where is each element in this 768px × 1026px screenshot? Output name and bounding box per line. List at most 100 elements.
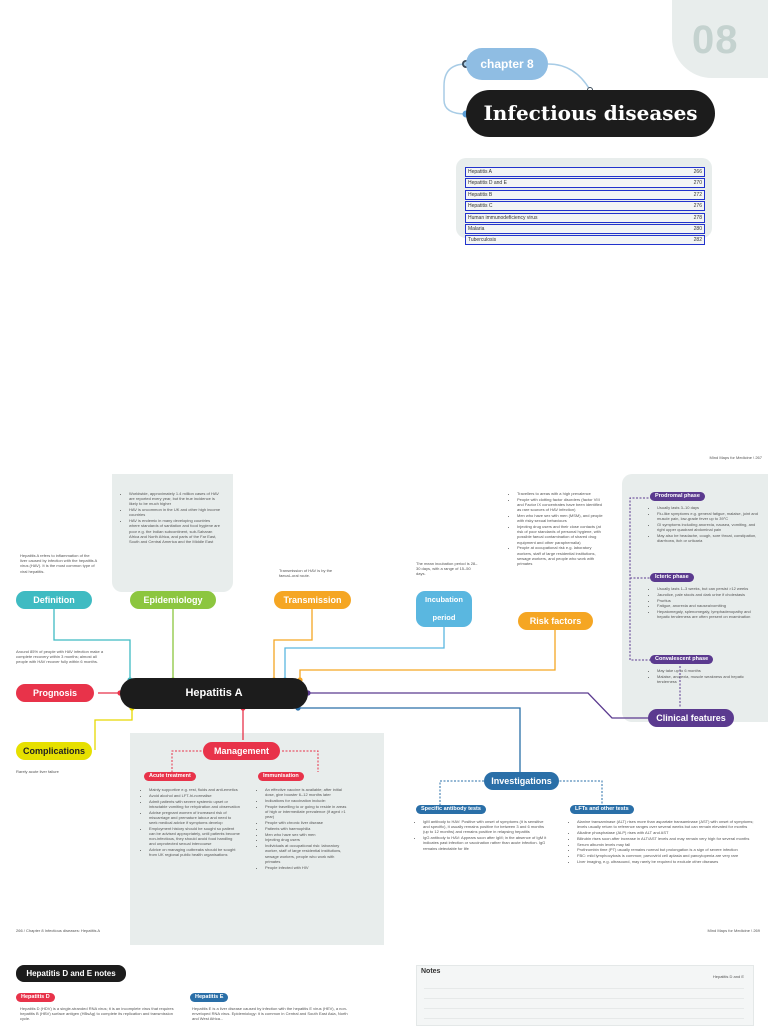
list-item: Jaundice, pale stools and dark urine if … <box>657 592 758 597</box>
list-item: Worldwide, approximately 1.4 million cas… <box>129 491 222 507</box>
toc-item[interactable]: Tuberculosis 282 <box>465 235 705 246</box>
list-item: Indications for vaccination include: <box>265 798 350 803</box>
tag-acute-treatment: Acute treatment <box>144 772 196 781</box>
list-item: Advice on managing outbreaks should be s… <box>149 847 240 857</box>
tag-hepatitis-e: Hepatitis E <box>190 993 229 1002</box>
notes-line <box>424 1018 744 1019</box>
clinical-panel <box>622 474 768 722</box>
list-item: Avoid alcohol and LFT-hi-normalise <box>149 793 240 798</box>
node-complications: Complications <box>16 742 92 760</box>
page-footer-right: Mind Maps for Medicine \ 269 <box>707 928 760 933</box>
list-item: Malaise, anorexia, muscle weakness and h… <box>657 674 758 684</box>
notes-panel <box>416 965 754 1026</box>
list-item: Individuals at occupational risk: labora… <box>265 843 350 864</box>
notes-line <box>424 1008 744 1009</box>
list-item: Alkaline phosphatase (ALP) rises with AL… <box>577 830 754 835</box>
list-item: Prothrombin time (PT) usually remains no… <box>577 847 754 852</box>
tag-specific-antibody: Specific antibody tests <box>416 805 486 814</box>
list-item: Pruritus <box>657 598 758 603</box>
transmission-text: Transmission of HAV is by the faecal–ora… <box>279 568 333 579</box>
list-item: GI symptoms including anorexia, nausea, … <box>657 522 758 532</box>
node-transmission: Transmission <box>274 591 351 609</box>
hepatitis-e-text: Hepatitis E is a liver disease caused by… <box>192 1006 348 1022</box>
notes-line <box>424 998 744 999</box>
list-item: Admit patients with severe systemic upse… <box>149 799 240 809</box>
toc-item[interactable]: Human immunodeficiency virus 278 <box>465 212 705 223</box>
specific-antibody-list: IgM antibody to HAV: Positive with onset… <box>416 819 548 851</box>
center-topic: Hepatitis A <box>120 678 308 709</box>
chapter-label: chapter 8 <box>466 48 548 80</box>
node-investigations: Investigations <box>484 772 559 790</box>
immunisation-list: An effective vaccine is available; after… <box>258 787 350 870</box>
tag-convalescent: Convalescent phase <box>650 655 714 664</box>
node-prognosis: Prognosis <box>16 684 94 702</box>
list-item: Mainly supportive e.g. rest, fluids and … <box>149 787 240 792</box>
toc-list: Hepatitis A 266 Hepatitis D and E 270 He… <box>465 167 705 247</box>
list-item: Patients with haemophilia <box>265 826 350 831</box>
toc-item[interactable]: Hepatitis C 276 <box>465 201 705 212</box>
toc-item[interactable]: Hepatitis B 272 <box>465 189 705 200</box>
list-item: IgG antibody to HAV: Appears soon after … <box>423 835 548 851</box>
toc-item[interactable]: Hepatitis A 266 <box>465 167 705 177</box>
list-item: FBC: mild lymphocytosis is common; parvo… <box>577 853 754 858</box>
convalescent-list: May take up to 6 months Malaise, anorexi… <box>650 668 758 685</box>
tag-immunisation: Immunisation <box>258 772 304 781</box>
page-footer-left: 266 / Chapter 8 Infectious diseases: Hep… <box>16 928 101 933</box>
list-item: HAV is uncommon in the UK and other high… <box>129 507 222 517</box>
list-item: Injecting drug users and their close con… <box>517 524 606 545</box>
node-epidemiology: Epidemiology <box>130 591 216 609</box>
complications-text: Rarely acute liver failure <box>16 769 59 774</box>
list-item: Liver imaging, e.g. ultrasound, may rare… <box>577 859 754 864</box>
tag-lfts: LFTs and other tests <box>570 805 634 814</box>
page-header-right: Mind Maps for Medicine \ 267 <box>709 455 762 460</box>
notes-label: Notes <box>421 968 441 975</box>
next-page-title: Hepatitis D and E notes <box>16 965 126 982</box>
list-item: Alanine transaminase (ALT) rises more th… <box>577 819 754 829</box>
incubation-text: The mean incubation period is 28–30 days… <box>416 561 478 577</box>
chapter-number: 08 <box>692 18 739 62</box>
node-incubation: Incubation period <box>416 591 472 627</box>
notes-header: Hepatitis D and E <box>712 974 744 979</box>
list-item: People with clotting factor disorders (f… <box>517 497 606 513</box>
list-item: Men who have sex with men (MSM), and peo… <box>517 513 606 523</box>
node-clinical-features: Clinical features <box>648 709 734 727</box>
epidemiology-panel <box>112 474 233 592</box>
list-item: May also be headache, cough, sore throat… <box>657 533 758 543</box>
list-item: Men who have sex with men <box>265 832 350 837</box>
chapter-title: Infectious diseases <box>466 90 715 137</box>
node-risk-factors: Risk factors <box>518 612 593 630</box>
prodromal-list: Usually lasts 3–10 days Flu-like symptom… <box>650 505 758 544</box>
epidemiology-list: Worldwide, approximately 1.4 million cas… <box>122 491 222 545</box>
list-item: People travelling to or going to reside … <box>265 804 350 820</box>
node-definition: Definition <box>16 591 92 609</box>
list-item: Bilirubin rises soon after increase in A… <box>577 836 754 841</box>
list-item: People with chronic liver disease <box>265 820 350 825</box>
toc-item[interactable]: Hepatitis D and E 270 <box>465 178 705 189</box>
list-item: Employment history should be sought so p… <box>149 826 240 847</box>
prognosis-text: Around 85% of people with HAV infection … <box>16 649 104 665</box>
list-item: Usually lasts 3–10 days <box>657 505 758 510</box>
tag-icteric: Icteric phase <box>650 573 694 582</box>
risk-factors-list: Travellers to areas with a high prevalen… <box>510 491 606 567</box>
icteric-list: Usually lasts 1–3 weeks, but can persist… <box>650 586 758 620</box>
list-item: Usually lasts 1–3 weeks, but can persist… <box>657 586 758 591</box>
hepatitis-d-text: Hepatitis D (HDV) is a single-stranded R… <box>20 1006 174 1022</box>
list-item: Injecting drug users <box>265 837 350 842</box>
acute-treatment-list: Mainly supportive e.g. rest, fluids and … <box>142 787 240 858</box>
toc-item[interactable]: Malaria 280 <box>465 223 705 234</box>
lfts-list: Alanine transaminase (ALT) rises more th… <box>570 819 754 865</box>
list-item: Travellers to areas with a high prevalen… <box>517 491 606 496</box>
list-item: May take up to 6 months <box>657 668 758 673</box>
list-item: Advise pregnant women of increased risk … <box>149 810 240 826</box>
list-item: Flu-like symptoms e.g. general fatigue, … <box>657 511 758 521</box>
list-item: Serum albumin levels may fall <box>577 842 754 847</box>
chapter-number-tab <box>672 0 768 78</box>
node-management: Management <box>203 742 280 760</box>
list-item: People at occupational risk e.g. laborat… <box>517 545 606 566</box>
definition-text: Hepatitis A refers to inflammation of th… <box>20 553 97 574</box>
list-item: An effective vaccine is available; after… <box>265 787 350 797</box>
tag-prodromal: Prodromal phase <box>650 492 705 501</box>
list-item: Hepatomegaly, splenomegaly, lymphadenopa… <box>657 609 758 619</box>
list-item: People infected with HIV <box>265 865 350 870</box>
tag-hepatitis-d: Hepatitis D <box>16 993 55 1002</box>
